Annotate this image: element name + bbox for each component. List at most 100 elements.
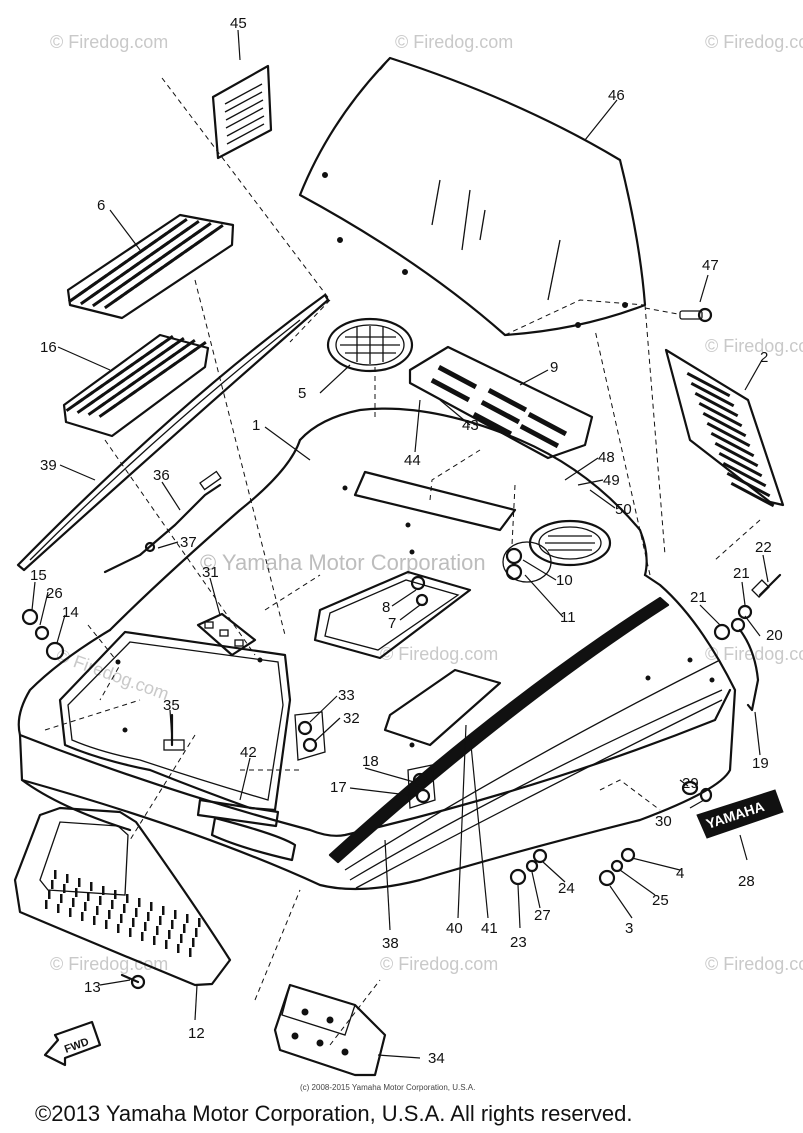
grille-slot bbox=[117, 924, 120, 933]
watermark-layer: © Firedog.com © Firedog.com © Firedog.co… bbox=[50, 32, 803, 974]
grille-slot bbox=[147, 912, 150, 921]
part-round-grille-5 bbox=[326, 317, 414, 373]
grille-slot bbox=[177, 339, 196, 353]
callout-21: 21 bbox=[690, 589, 707, 606]
grille-slot bbox=[96, 906, 99, 915]
callout-37: 37 bbox=[180, 534, 197, 551]
watermark-firedog: © Firedog.com bbox=[380, 644, 498, 664]
callout-4: 4 bbox=[676, 865, 684, 882]
callout-14: 14 bbox=[62, 604, 79, 621]
grille-slot bbox=[702, 412, 747, 438]
callout-10: 10 bbox=[556, 572, 573, 589]
grille-slot bbox=[155, 335, 174, 349]
grille-slot bbox=[153, 936, 156, 945]
callout-25: 25 bbox=[652, 892, 669, 909]
callout-49: 49 bbox=[603, 472, 620, 489]
footer-copyright: ©2013 Yamaha Motor Corporation, U.S.A. A… bbox=[35, 1101, 632, 1126]
grille-slot bbox=[90, 882, 93, 891]
part-screw-13 bbox=[120, 973, 146, 990]
grille-slot bbox=[167, 217, 188, 234]
grille-slot bbox=[730, 482, 775, 508]
callout-12: 12 bbox=[188, 1025, 205, 1042]
fwd-arrow: FWD bbox=[43, 1020, 102, 1067]
callout-8: 8 bbox=[382, 599, 390, 616]
callout-9: 9 bbox=[550, 359, 558, 376]
callout-43: 43 bbox=[462, 417, 479, 434]
grille-slot bbox=[162, 906, 165, 915]
grille-slot bbox=[48, 890, 51, 899]
part-hardware-lower bbox=[509, 847, 636, 887]
callout-20: 20 bbox=[766, 627, 783, 644]
grille-slot bbox=[102, 886, 105, 895]
callout-42: 42 bbox=[240, 744, 257, 761]
grille-slot bbox=[722, 461, 767, 488]
grille-slot bbox=[195, 928, 198, 937]
watermark-yamaha: © Yamaha Motor Corporation bbox=[200, 550, 486, 575]
part-windshield bbox=[298, 56, 647, 337]
grille-slot bbox=[60, 894, 63, 903]
grille-slot bbox=[144, 922, 147, 931]
grille-slot bbox=[84, 902, 87, 911]
grille-slot bbox=[714, 441, 759, 468]
part-seal-39 bbox=[16, 293, 330, 572]
grille-slot bbox=[72, 898, 75, 907]
callout-21: 21 bbox=[733, 565, 750, 582]
callout-26: 26 bbox=[46, 585, 63, 602]
part-side-vent-2 bbox=[664, 348, 785, 508]
callout-44: 44 bbox=[404, 452, 421, 469]
watermark-firedog: © Firedog.com bbox=[50, 32, 168, 52]
grille-slot bbox=[718, 452, 763, 478]
callout-34: 34 bbox=[428, 1050, 445, 1067]
grille-slot bbox=[166, 336, 185, 351]
part-grille-16 bbox=[62, 333, 210, 438]
grille-slot bbox=[75, 888, 78, 897]
callout-2: 2 bbox=[760, 349, 768, 366]
grille-slot bbox=[189, 948, 192, 957]
grille-slot bbox=[93, 916, 96, 925]
part-bracket-34 bbox=[273, 983, 387, 1077]
grille-slot bbox=[54, 870, 57, 879]
callout-15: 15 bbox=[30, 567, 47, 584]
grille-slot bbox=[710, 432, 755, 458]
callout-22: 22 bbox=[755, 539, 772, 556]
grille-slot bbox=[726, 472, 771, 498]
watermark-firedog: © Firedog.com bbox=[395, 32, 513, 52]
callout-18: 18 bbox=[362, 753, 379, 770]
callout-6: 6 bbox=[97, 197, 105, 214]
grille-slot bbox=[198, 918, 201, 927]
grille-slot bbox=[132, 918, 135, 927]
part-vent-9 bbox=[408, 345, 594, 460]
grille-slot bbox=[138, 898, 141, 907]
grille-slot bbox=[159, 916, 162, 925]
grille-slot bbox=[135, 908, 138, 917]
callout-29: 29 bbox=[682, 775, 699, 792]
grille-slot bbox=[186, 914, 189, 923]
part-screw-47 bbox=[644, 307, 713, 323]
grille-slot bbox=[706, 422, 751, 448]
grille-slot bbox=[698, 402, 743, 428]
callout-24: 24 bbox=[558, 880, 575, 897]
callout-27: 27 bbox=[534, 907, 551, 924]
callout-19: 19 bbox=[752, 755, 769, 772]
callout-38: 38 bbox=[382, 935, 399, 952]
watermark-firedog: © Firedog.com bbox=[705, 954, 803, 974]
callout-layer: 45 46 47 6 16 2 5 9 1 43 44 39 36 37 48 … bbox=[30, 15, 783, 1067]
callout-5: 5 bbox=[298, 385, 306, 402]
grille-slot bbox=[177, 944, 180, 953]
callout-35: 35 bbox=[163, 697, 180, 714]
part-hood-1 bbox=[17, 407, 737, 891]
callout-31: 31 bbox=[202, 564, 219, 581]
callout-50: 50 bbox=[615, 501, 632, 518]
watermark-firedog: © Firedog.com bbox=[705, 32, 803, 52]
grille-slot bbox=[180, 934, 183, 943]
callout-17: 17 bbox=[330, 779, 347, 796]
grille-slot bbox=[105, 920, 108, 929]
callout-48: 48 bbox=[598, 449, 615, 466]
grille-slot bbox=[78, 878, 81, 887]
watermark-firedog: © Firedog.com bbox=[50, 954, 168, 974]
part-hardware-right bbox=[713, 573, 782, 712]
part-label-sticker bbox=[211, 64, 273, 160]
callout-41: 41 bbox=[481, 920, 498, 937]
part-front-grille-12 bbox=[13, 806, 232, 987]
part-grille-6 bbox=[66, 213, 235, 320]
